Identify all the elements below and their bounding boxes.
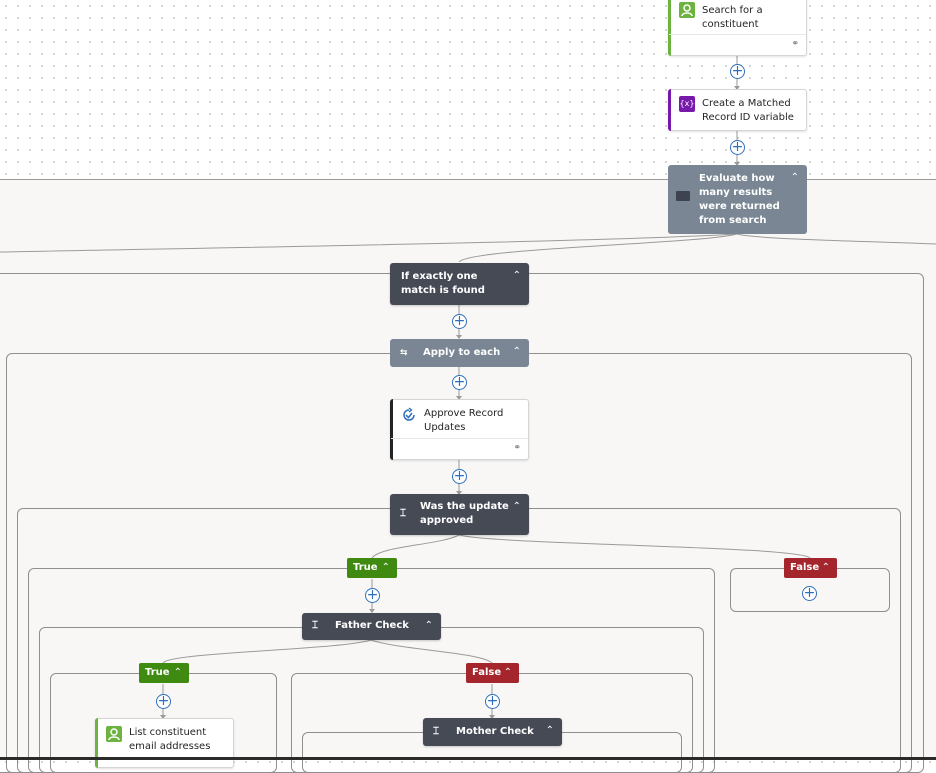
blackbaud-connector-icon [106,726,122,742]
card-title: Was the update approved [420,501,509,526]
card-accent [95,718,98,768]
card-accent [390,399,393,460]
card-accent [668,0,671,56]
collapse-icon[interactable]: ⌃ [512,270,521,281]
collapse-icon[interactable]: ⌃ [512,346,521,357]
add-step-button[interactable]: + [802,585,817,601]
collapse-icon[interactable]: ⌃ [790,172,799,183]
was-update-approved-condition[interactable]: ⌶ Was the update approved ⌃ [390,494,529,535]
collapse-icon[interactable]: ⌃ [381,562,390,573]
branch-label: True [145,667,170,678]
collapse-icon[interactable]: ⌃ [545,725,554,736]
apply-to-each-loop[interactable]: ⇆ Apply to each ⌃ [390,339,529,367]
card-title: List constituent email addresses [129,727,211,752]
card-title: Create a Matched Record ID variable [702,98,794,123]
mother-check-condition[interactable]: ⌶ Mother Check ⌃ [423,718,562,746]
card-title: Father Check [335,620,409,631]
approval-icon [401,407,417,423]
card-title: Apply to each [423,347,501,358]
link-icon[interactable]: ⚭ [513,443,521,453]
branch-label: False [790,562,820,573]
if-one-match-condition[interactable]: If exactly one match is found ⌃ [390,263,529,305]
search-constituent-card[interactable]: Search for a constituent ⚭ [668,0,807,56]
link-icon[interactable]: ⚭ [791,39,799,49]
card-accent [668,89,671,131]
true-branch-label[interactable]: True ⌃ [347,558,397,578]
switch-icon [676,191,690,201]
condition-icon: ⌶ [433,726,439,737]
collapse-icon[interactable]: ⌃ [503,667,512,678]
false-branch-label[interactable]: False ⌃ [784,558,837,578]
condition-icon: ⌶ [400,508,406,519]
card-footer [391,438,528,459]
branch-label: False [472,667,502,678]
father-check-condition[interactable]: ⌶ Father Check ⌃ [302,613,441,640]
window-bottom-edge [0,757,936,760]
add-step-button[interactable]: + [730,139,745,155]
card-title: If exactly one match is found [401,271,485,296]
create-variable-card[interactable]: {x} Create a Matched Record ID variable [668,89,807,131]
blackbaud-connector-icon [679,2,695,18]
branch-label: True [353,562,378,573]
collapse-icon[interactable]: ⌃ [424,620,433,631]
father-true-branch-label[interactable]: True ⌃ [139,663,189,683]
loop-icon: ⇆ [400,348,408,358]
add-step-button[interactable]: + [365,587,380,603]
approve-record-updates-card[interactable]: Approve Record Updates ⚭ [390,399,529,460]
list-email-addresses-card[interactable]: List constituent email addresses [95,718,234,768]
add-step-button[interactable]: + [452,313,467,329]
condition-icon: ⌶ [312,620,318,631]
add-step-button[interactable]: + [452,468,467,484]
variable-icon: {x} [679,96,695,112]
card-title: Approve Record Updates [424,408,504,433]
evaluate-results-switch[interactable]: Evaluate how many results were returned … [668,165,807,234]
father-false-branch-label[interactable]: False ⌃ [466,663,519,683]
card-title: Mother Check [456,726,534,737]
collapse-icon[interactable]: ⌃ [512,501,521,512]
add-step-button[interactable]: + [730,63,745,79]
collapse-icon[interactable]: ⌃ [173,667,182,678]
add-step-button[interactable]: + [452,374,467,390]
add-step-button[interactable]: + [485,693,500,709]
card-title: Evaluate how many results were returned … [699,173,780,226]
card-footer [669,34,806,55]
add-step-button[interactable]: + [156,693,171,709]
card-title: Search for a constituent [702,5,763,30]
collapse-icon[interactable]: ⌃ [821,562,830,573]
